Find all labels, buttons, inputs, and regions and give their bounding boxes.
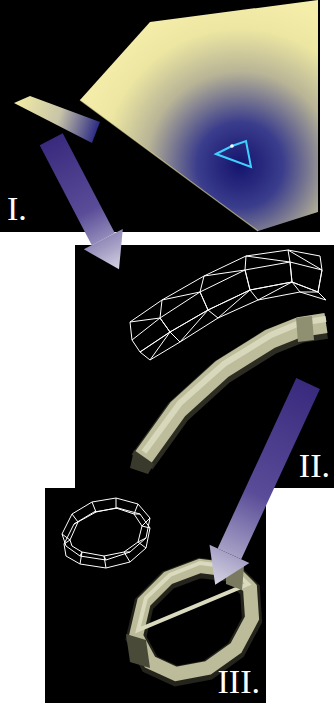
process-arrow xyxy=(210,378,320,585)
wireframe-ring xyxy=(62,498,150,568)
shaded-surface xyxy=(80,0,318,231)
panel-numeral: I. xyxy=(7,192,27,226)
panel-numeral: II. xyxy=(299,449,330,483)
image-panel: II. xyxy=(75,245,334,488)
solid-ring xyxy=(126,560,252,676)
panel-numeral: III. xyxy=(218,665,260,699)
process-arrow xyxy=(40,133,123,269)
small-strip xyxy=(14,96,100,143)
selection-outline xyxy=(216,141,251,167)
